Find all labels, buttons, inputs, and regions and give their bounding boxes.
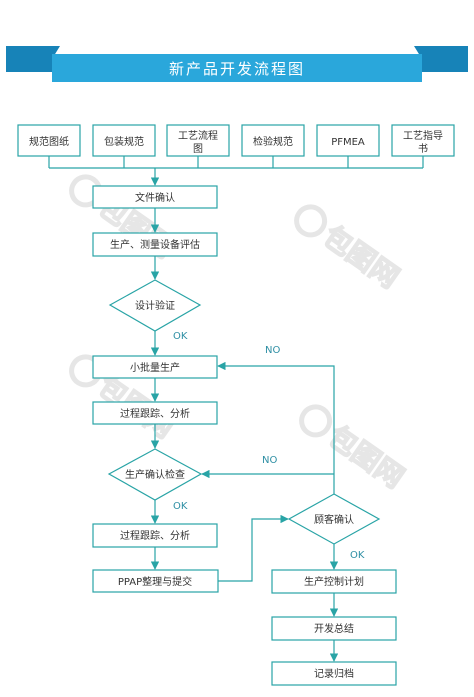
input-box-2: 包装规范 xyxy=(92,124,156,157)
ok-label-design: OK xyxy=(173,331,188,342)
node-equipment-eval-label: 生产、测量设备评估 xyxy=(110,238,200,251)
branch-labels: OK OK OK NO NO xyxy=(173,331,365,561)
input-label-4: 检验规范 xyxy=(253,135,293,148)
page-title: 新产品开发流程图 xyxy=(169,60,305,78)
node-summary-label: 开发总结 xyxy=(314,622,354,635)
input-documents: 规范图纸 包装规范 工艺流程 图 检验规范 PFMEA 工艺指导 书 xyxy=(17,124,455,157)
node-customer-confirm: 顾客确认 xyxy=(287,493,381,545)
input-box-3: 工艺流程 图 xyxy=(166,124,230,157)
input-label-6a: 工艺指导 xyxy=(403,129,443,142)
process-nodes: 文件确认 生产、测量设备评估 设计验证 小批量生产 过程跟踪、分析 生产确认检查… xyxy=(92,185,397,686)
node-track-analysis-2: 过程跟踪、分析 xyxy=(92,523,218,548)
no-label-customer: NO xyxy=(265,345,280,356)
input-label-5: PFMEA xyxy=(331,137,365,148)
banner-ribbon-left xyxy=(6,46,60,72)
banner-bar xyxy=(52,54,422,82)
watermark-text: 包图网 xyxy=(317,219,405,294)
watermark-stamp: 包图网 xyxy=(299,404,411,495)
connectors xyxy=(48,156,424,662)
input-label-1: 规范图纸 xyxy=(29,135,69,148)
watermark-layer: 包图网包图网包图网包图网 xyxy=(69,174,411,495)
node-ppap: PPAP整理与提交 xyxy=(92,569,219,593)
input-box-1: 规范图纸 xyxy=(17,124,81,157)
node-archive: 记录归档 xyxy=(271,661,397,686)
input-label-3b: 图 xyxy=(193,143,203,155)
node-control-plan-label: 生产控制计划 xyxy=(304,575,364,588)
input-label-3a: 工艺流程 xyxy=(178,129,218,142)
node-design-verify-label: 设计验证 xyxy=(135,299,175,312)
node-archive-label: 记录归档 xyxy=(314,667,354,680)
watermark-text: 包图网 xyxy=(322,419,410,494)
node-file-confirm: 文件确认 xyxy=(92,185,218,209)
node-small-batch: 小批量生产 xyxy=(92,355,218,379)
node-ppap-label: PPAP整理与提交 xyxy=(118,575,192,588)
node-design-verify: 设计验证 xyxy=(108,279,202,332)
watermark-stamp: 包图网 xyxy=(294,204,406,295)
node-track-analysis-1-label: 过程跟踪、分析 xyxy=(120,407,190,420)
input-box-5: PFMEA xyxy=(316,124,380,157)
node-file-confirm-label: 文件确认 xyxy=(135,191,175,204)
no-label-check: NO xyxy=(262,455,277,466)
node-control-plan: 生产控制计划 xyxy=(271,569,397,594)
node-summary: 开发总结 xyxy=(271,616,397,641)
banner-ribbon-right xyxy=(414,46,468,72)
ok-label-check: OK xyxy=(173,501,188,512)
input-box-6: 工艺指导 书 xyxy=(391,124,455,157)
node-production-check-label: 生产确认检查 xyxy=(125,468,185,481)
input-box-4: 检验规范 xyxy=(241,124,305,157)
node-production-check: 生产确认检查 xyxy=(107,448,203,501)
ok-label-customer: OK xyxy=(350,550,365,561)
node-equipment-eval: 生产、测量设备评估 xyxy=(92,232,218,257)
title-banner: 新产品开发流程图 xyxy=(6,46,468,82)
arrow-customer-no-to-batch xyxy=(217,361,335,494)
arrow-ppap-to-customer xyxy=(218,514,289,582)
node-customer-confirm-label: 顾客确认 xyxy=(314,513,354,526)
node-track-analysis-2-label: 过程跟踪、分析 xyxy=(120,529,190,542)
input-label-2: 包装规范 xyxy=(104,135,144,148)
input-label-6b: 书 xyxy=(418,143,428,155)
node-small-batch-label: 小批量生产 xyxy=(130,361,180,374)
node-track-analysis-1: 过程跟踪、分析 xyxy=(92,401,218,425)
